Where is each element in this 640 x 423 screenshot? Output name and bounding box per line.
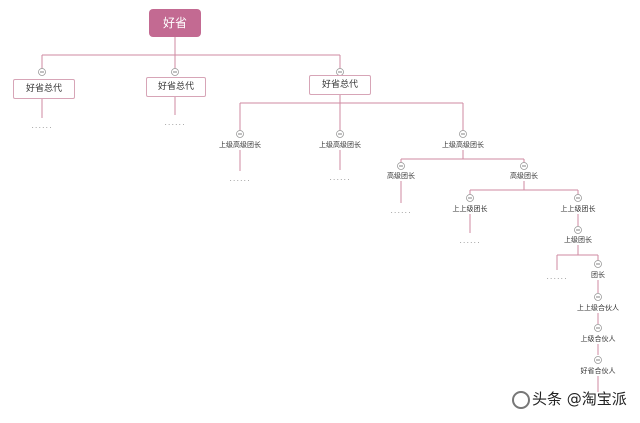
collapse-toggle-icon[interactable]: [574, 194, 582, 202]
ellipsis-4: ......: [329, 173, 351, 182]
level4-node-2[interactable]: 上上级团长: [560, 205, 596, 213]
collapse-toggle-icon[interactable]: [520, 162, 528, 170]
root-node[interactable]: 好省: [149, 9, 201, 37]
collapse-toggle-icon[interactable]: [594, 293, 602, 301]
collapse-toggle-icon[interactable]: [171, 68, 179, 76]
level2-node-2[interactable]: 上级高级团长: [319, 141, 361, 149]
collapse-toggle-icon[interactable]: [336, 68, 344, 76]
watermark: 头条 @淘宝派: [512, 388, 636, 418]
collapse-toggle-icon[interactable]: [594, 356, 602, 364]
collapse-toggle-icon[interactable]: [459, 130, 467, 138]
ellipsis-2: ......: [164, 118, 186, 127]
collapse-toggle-icon[interactable]: [594, 324, 602, 332]
collapse-toggle-icon[interactable]: [336, 130, 344, 138]
ellipsis-7: ......: [546, 272, 568, 281]
level3-node-1[interactable]: 高级团长: [387, 172, 415, 180]
watermark-text: 头条 @淘宝派: [532, 390, 627, 408]
ellipsis-1: ......: [31, 121, 53, 130]
level1-node-1[interactable]: 好省总代: [13, 79, 75, 99]
collapse-toggle-icon[interactable]: [594, 260, 602, 268]
level2-node-1[interactable]: 上级高级团长: [219, 141, 261, 149]
level2-node-3[interactable]: 上级高级团长: [442, 141, 484, 149]
chain-node-2[interactable]: 团长: [591, 271, 605, 279]
chain-node-3[interactable]: 上上级合伙人: [577, 304, 619, 312]
chain-node-1[interactable]: 上级团长: [564, 236, 592, 244]
level4-node-1[interactable]: 上上级团长: [452, 205, 488, 213]
collapse-toggle-icon[interactable]: [38, 68, 46, 76]
chain-node-4[interactable]: 上级合伙人: [580, 335, 616, 343]
collapse-toggle-icon[interactable]: [574, 226, 582, 234]
collapse-toggle-icon[interactable]: [236, 130, 244, 138]
level1-node-3[interactable]: 好省总代: [309, 75, 371, 95]
ellipsis-5: ......: [390, 206, 412, 215]
level3-node-2[interactable]: 高级团长: [510, 172, 538, 180]
collapse-toggle-icon[interactable]: [397, 162, 405, 170]
ellipsis-3: ......: [229, 174, 251, 183]
watermark-logo-icon: [512, 390, 530, 409]
collapse-toggle-icon[interactable]: [466, 194, 474, 202]
chain-node-5[interactable]: 好省合伙人: [580, 367, 616, 375]
ellipsis-6: ......: [459, 236, 481, 245]
level1-node-2[interactable]: 好省总代: [146, 77, 206, 97]
